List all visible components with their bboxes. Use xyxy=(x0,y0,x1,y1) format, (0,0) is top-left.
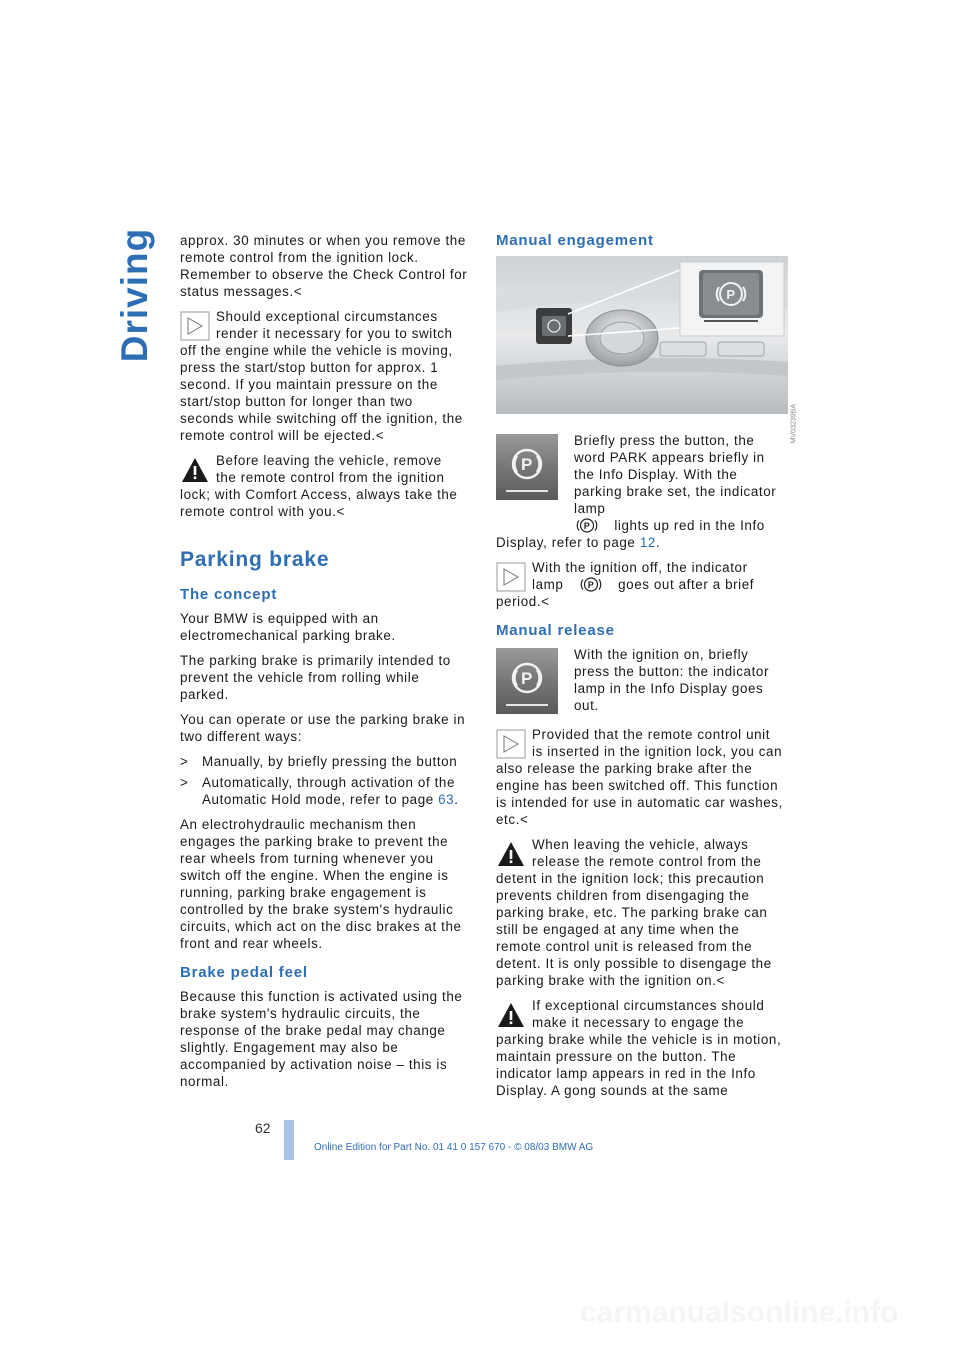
right-column: Manual engagement xyxy=(496,232,797,1107)
warning-block: Before leaving the vehicle, remove the r… xyxy=(180,453,458,519)
release-block: With the ignition on, briefly press the … xyxy=(496,646,788,718)
page-reference-link[interactable]: 12 xyxy=(639,535,656,550)
engage-block: Briefly press the button, the word PARK … xyxy=(496,433,777,550)
note-block: Provided that the remote control unit is… xyxy=(496,727,783,827)
dashboard-photo: P MV03239BA xyxy=(496,256,797,443)
section-title: Driving xyxy=(114,227,155,363)
note-triangle-icon xyxy=(180,311,210,341)
edition-footer: Online Edition for Part No. 01 41 0 157 … xyxy=(314,1142,594,1153)
note-block: With the ignition off, the indicator lam… xyxy=(496,560,755,609)
mechanism-paragraph: An electrohydraulic mechanism then engag… xyxy=(180,817,462,951)
warning-triangle-icon xyxy=(496,1000,526,1030)
page-reference-link[interactable]: 63 xyxy=(438,792,455,807)
note-triangle-icon xyxy=(496,729,526,759)
footer-bar xyxy=(284,1120,294,1160)
list-item: > Automatically, through activation of t… xyxy=(180,775,459,807)
parking-indicator-icon xyxy=(574,517,600,534)
page-number: 62 xyxy=(255,1120,271,1136)
heading-manual-release: Manual release xyxy=(496,622,615,639)
heading-concept: The concept xyxy=(180,586,278,603)
pedal-paragraph: Because this function is activated using… xyxy=(180,989,463,1089)
list-item: > Manually, by briefly pressing the butt… xyxy=(180,754,458,769)
note-triangle-icon xyxy=(496,562,526,592)
concept-paragraph: Your BMW is equipped with an electromech… xyxy=(180,611,396,643)
heading-parking-brake: Parking brake xyxy=(180,548,330,571)
intro-paragraph: approx. 30 minutes or when you remove th… xyxy=(180,233,468,299)
watermark: carmanualsonline.info xyxy=(580,1296,899,1329)
note-block: Should exceptional circumstances render … xyxy=(180,309,463,443)
heading-brake-pedal-feel: Brake pedal feel xyxy=(180,964,308,981)
parking-brake-button-icon xyxy=(496,648,558,714)
concept-paragraph: You can operate or use the parking brake… xyxy=(180,712,466,744)
left-column: approx. 30 minutes or when you remove th… xyxy=(180,232,470,1098)
warning-triangle-icon xyxy=(180,455,210,485)
warning-block: When leaving the vehicle, always release… xyxy=(496,837,772,988)
parking-brake-button-icon xyxy=(496,434,558,500)
concept-paragraph: The parking brake is primarily intended … xyxy=(180,653,451,702)
heading-manual-engagement: Manual engagement xyxy=(496,232,654,249)
warning-triangle-icon xyxy=(496,839,526,869)
parking-indicator-icon xyxy=(578,576,604,593)
svg-text:P: P xyxy=(726,287,735,302)
operation-list: > Manually, by briefly pressing the butt… xyxy=(180,753,470,808)
warning-block: If exceptional circumstances should make… xyxy=(496,998,782,1098)
